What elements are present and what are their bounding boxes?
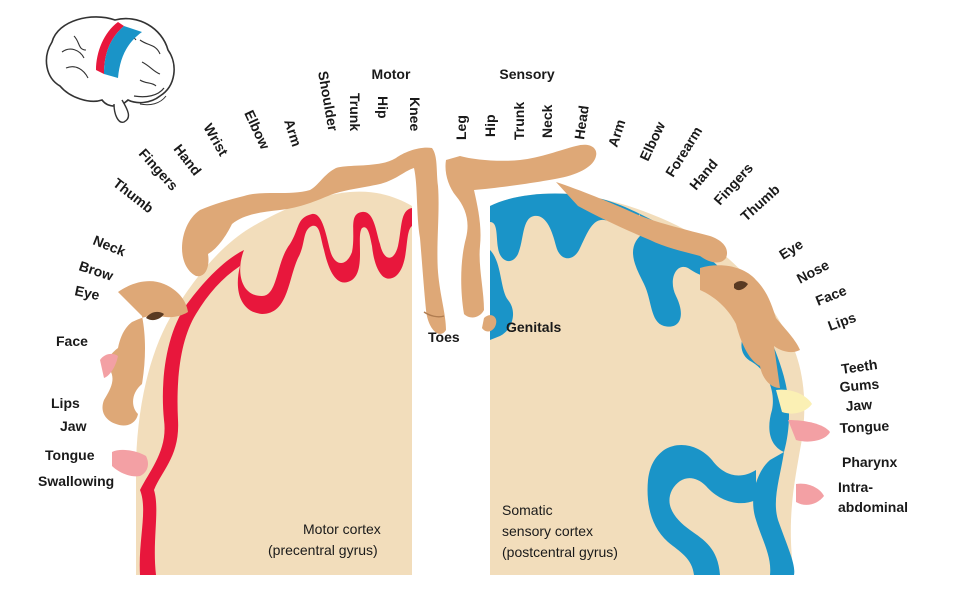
sensory-label-thumb: Thumb xyxy=(737,181,782,224)
sensory-label-tongue: Tongue xyxy=(839,417,889,436)
motor-label-trunk: Trunk xyxy=(347,93,363,131)
motor-label-brow: Brow xyxy=(77,258,115,284)
sensory-label-arm: Arm xyxy=(605,117,629,149)
sensory-label-nose: Nose xyxy=(794,256,832,286)
motor-label-jaw: Jaw xyxy=(60,418,87,434)
motor-label-eye: Eye xyxy=(73,282,101,303)
sensory-label-neck: Neck xyxy=(539,104,555,138)
sensory-title: Sensory xyxy=(499,66,554,82)
motor-label-tongue: Tongue xyxy=(45,447,95,463)
sensory-label-gums: Gums xyxy=(839,376,880,395)
sensory-label-intra: Intra- xyxy=(838,479,873,495)
motor-label-elbow: Elbow xyxy=(241,108,273,152)
sensory-label-leg: Leg xyxy=(453,115,469,140)
motor-label-hand: Hand xyxy=(171,141,205,178)
sensory-label-hand: Hand xyxy=(686,156,721,193)
brain-icon xyxy=(45,16,175,123)
motor-title: Motor xyxy=(372,66,411,82)
motor-label-neck: Neck xyxy=(91,232,128,259)
motor-label-lips: Lips xyxy=(51,395,80,411)
sensory-label-abdominal: abdominal xyxy=(838,499,908,515)
sensory-label-pharynx: Pharynx xyxy=(842,454,897,470)
sensory-label-head: Head xyxy=(571,104,592,140)
motor-label-thumb: Thumb xyxy=(110,175,157,216)
sensory-label-jaw: Jaw xyxy=(845,396,873,414)
motor-label-shoulder: Shoulder xyxy=(315,70,341,133)
motor-label-face: Face xyxy=(56,333,88,349)
sensory-label-face: Face xyxy=(813,282,849,309)
sensory-label-genitals: Genitals xyxy=(506,319,561,335)
sensory-label-eye: Eye xyxy=(776,236,806,263)
sensory-caption-line3: (postcentral gyrus) xyxy=(502,544,618,560)
sensory-label-teeth: Teeth xyxy=(840,356,878,377)
motor-label-hip: Hip xyxy=(375,96,391,119)
motor-caption-line2: (precentral gyrus) xyxy=(268,542,378,558)
motor-label-swallowing: Swallowing xyxy=(38,473,114,489)
sensory-caption-line1: Somatic xyxy=(502,502,553,518)
motor-label-arm: Arm xyxy=(281,117,305,149)
motor-cortex-block xyxy=(136,191,412,575)
motor-caption-line1: Motor cortex xyxy=(303,521,381,537)
sensory-label-trunk: Trunk xyxy=(511,102,527,140)
motor-label-knee: Knee xyxy=(407,97,423,131)
sensory-label-hip: Hip xyxy=(482,114,498,137)
sensory-caption-line2: sensory cortex xyxy=(502,523,593,539)
motor-homunculus xyxy=(100,147,446,477)
sensory-label-lips: Lips xyxy=(826,309,859,334)
motor-label-toes: Toes xyxy=(428,329,460,345)
motor-label-wrist: Wrist xyxy=(200,121,231,159)
sensory-homunculus xyxy=(445,144,830,505)
sensory-label-elbow: Elbow xyxy=(636,119,668,163)
